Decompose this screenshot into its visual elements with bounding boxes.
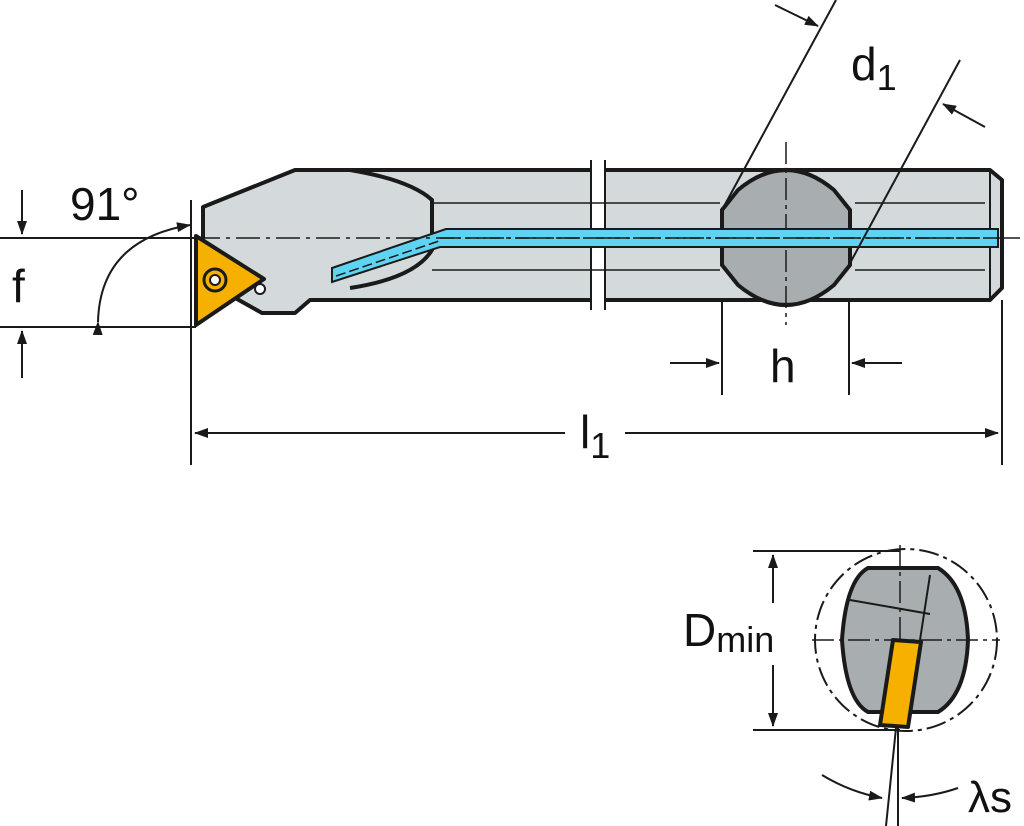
end-view-insert bbox=[878, 638, 923, 729]
dmin-label-sub: min bbox=[716, 619, 774, 660]
l1-label-base: l bbox=[580, 406, 590, 458]
side-view: 91° f d1 h l1 bbox=[0, 0, 1024, 466]
h-label: h bbox=[770, 340, 796, 392]
dmin-label-base: D bbox=[683, 604, 716, 656]
l1-label-sub: 1 bbox=[590, 425, 610, 466]
f-label: f bbox=[12, 260, 25, 312]
dmin-label: Dmin bbox=[683, 604, 774, 660]
d1-label-base: d bbox=[851, 38, 877, 90]
l1-label: l1 bbox=[580, 406, 610, 466]
d1-label-sub: 1 bbox=[877, 57, 897, 98]
end-view: Dmin λs bbox=[683, 545, 1012, 826]
angle-label: 91° bbox=[70, 178, 140, 230]
insert bbox=[194, 234, 266, 327]
d1-label: d1 bbox=[851, 38, 897, 98]
lambda-s-label: λs bbox=[968, 773, 1012, 822]
